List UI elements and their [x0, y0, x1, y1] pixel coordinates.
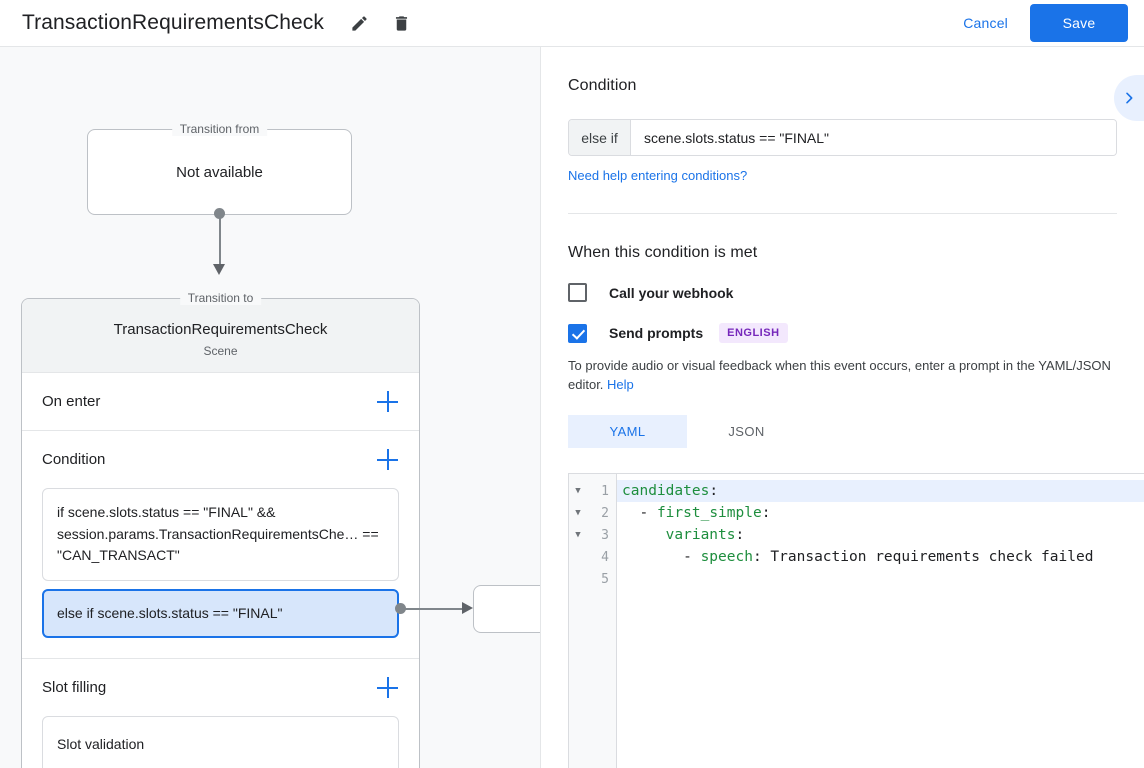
connector-line-horizontal [404, 608, 464, 610]
pane-divider [540, 47, 541, 768]
code-line: - speech: Transaction requirements check… [683, 549, 1094, 565]
condition-help-link[interactable]: Need help entering conditions? [568, 168, 748, 183]
target-transition-node[interactable] [473, 585, 540, 633]
section-header-condition: Condition [42, 431, 399, 488]
collapse-panel-button[interactable] [1114, 75, 1144, 121]
scene-card-header[interactable]: TransactionRequirementsCheck Scene [22, 299, 419, 372]
call-webhook-checkbox[interactable] [568, 283, 587, 302]
connector-arrow-right-icon [462, 602, 473, 614]
prompts-helper-sentence: To provide audio or visual feedback when… [568, 358, 1111, 392]
condition-section: Condition else if scene.slots.status == … [541, 47, 1144, 214]
connector-dot-condition [395, 603, 406, 614]
line-number: 3 [601, 527, 609, 543]
condition-prefix-label: else if [569, 120, 631, 155]
line-number: 2 [601, 505, 609, 521]
gutter-line: ▼2 [569, 502, 616, 524]
condition-list: if scene.slots.status == "FINAL" && sess… [42, 488, 399, 658]
add-on-enter-button[interactable] [377, 390, 399, 413]
gutter-line: 4 [569, 546, 616, 568]
prompts-help-link[interactable]: Help [607, 377, 634, 392]
code-line: - first_simple: [639, 505, 771, 521]
transition-from-value: Not available [176, 163, 263, 181]
editor-gutter: ▼1 ▼2 ▼3 4 5 [569, 474, 617, 768]
section-divider [568, 213, 1117, 214]
app-header: TransactionRequirementsCheck Cancel Save [0, 0, 1144, 47]
add-condition-button[interactable] [377, 448, 399, 471]
code-line: candidates: [617, 480, 1144, 502]
section-title-slot-filling: Slot filling [42, 679, 107, 696]
section-header-on-enter: On enter [42, 373, 399, 430]
transition-from-node[interactable]: Transition from Not available [87, 122, 352, 215]
gutter-line: ▼1 [569, 480, 616, 502]
scene-graph-pane: Transition from Not available Transition… [0, 47, 540, 768]
chevron-right-icon [1126, 92, 1133, 104]
connector-line-vertical [219, 213, 221, 268]
call-webhook-label: Call your webhook [609, 284, 734, 301]
prompts-helper-text: To provide audio or visual feedback when… [568, 356, 1117, 394]
condition-met-heading: When this condition is met [568, 244, 758, 261]
slot-filling-item[interactable]: Slot validation [42, 716, 399, 768]
section-header-slot-filling: Slot filling [42, 659, 399, 716]
editor-code-area[interactable]: candidates: - first_simple: variants: - … [617, 474, 1144, 768]
cancel-button[interactable]: Cancel [951, 7, 1020, 39]
pencil-icon [351, 15, 367, 31]
section-title-condition: Condition [42, 451, 106, 468]
scene-name: TransactionRequirementsCheck [113, 321, 328, 338]
scene-section-condition: Condition if scene.slots.status == "FINA… [22, 430, 419, 658]
trash-icon [395, 15, 407, 31]
connector-arrow-down-icon [213, 264, 225, 275]
editor-format-tabs: YAML JSON [568, 415, 1117, 448]
page-title: TransactionRequirementsCheck [22, 11, 324, 34]
delete-button[interactable] [388, 10, 414, 36]
tab-json[interactable]: JSON [687, 415, 806, 448]
webhook-row[interactable]: Call your webhook [568, 283, 1117, 302]
line-number: 5 [601, 571, 609, 587]
code-line [617, 568, 1144, 590]
section-title-on-enter: On enter [42, 393, 101, 410]
scene-type-label: Scene [203, 344, 238, 358]
send-prompts-label: Send prompts [609, 325, 704, 341]
slot-filling-list: Slot validation TransactionRequirementsC… [42, 716, 399, 768]
scene-section-on-enter: On enter [22, 372, 419, 430]
yaml-code-editor[interactable]: ▼1 ▼2 ▼3 4 5 candidates: - first_simple:… [568, 473, 1144, 768]
line-number: 4 [601, 549, 609, 565]
condition-item[interactable]: if scene.slots.status == "FINAL" && sess… [42, 488, 399, 581]
send-prompts-checkbox[interactable] [568, 323, 587, 343]
save-button[interactable]: Save [1030, 4, 1128, 42]
line-number: 1 [601, 483, 609, 499]
transition-from-legend: Transition from [171, 122, 268, 136]
gutter-line: 5 [569, 568, 616, 590]
edit-name-button[interactable] [346, 10, 372, 36]
scene-section-slot-filling: Slot filling Slot validation Transaction… [22, 658, 419, 768]
condition-input-row[interactable]: else if scene.slots.status == "FINAL" [568, 119, 1117, 156]
fold-toggle-icon[interactable]: ▼ [575, 508, 581, 518]
send-prompts-row[interactable]: Send prompts ENGLISH [568, 323, 1117, 343]
add-slot-filling-button[interactable] [377, 676, 399, 699]
condition-item-selected[interactable]: else if scene.slots.status == "FINAL" [42, 588, 399, 638]
transition-to-legend: Transition to [179, 291, 262, 305]
language-badge: ENGLISH [719, 323, 788, 343]
condition-expression-input[interactable]: scene.slots.status == "FINAL" [631, 120, 1116, 155]
scene-card: Transition to TransactionRequirementsChe… [21, 291, 420, 768]
condition-met-section: When this condition is met Call your web… [541, 214, 1144, 448]
fold-toggle-icon[interactable]: ▼ [575, 486, 581, 496]
tab-yaml[interactable]: YAML [568, 415, 687, 448]
fold-toggle-icon[interactable]: ▼ [575, 530, 581, 540]
condition-heading: Condition [568, 77, 637, 94]
code-line: variants: [665, 527, 745, 543]
gutter-line: ▼3 [569, 524, 616, 546]
